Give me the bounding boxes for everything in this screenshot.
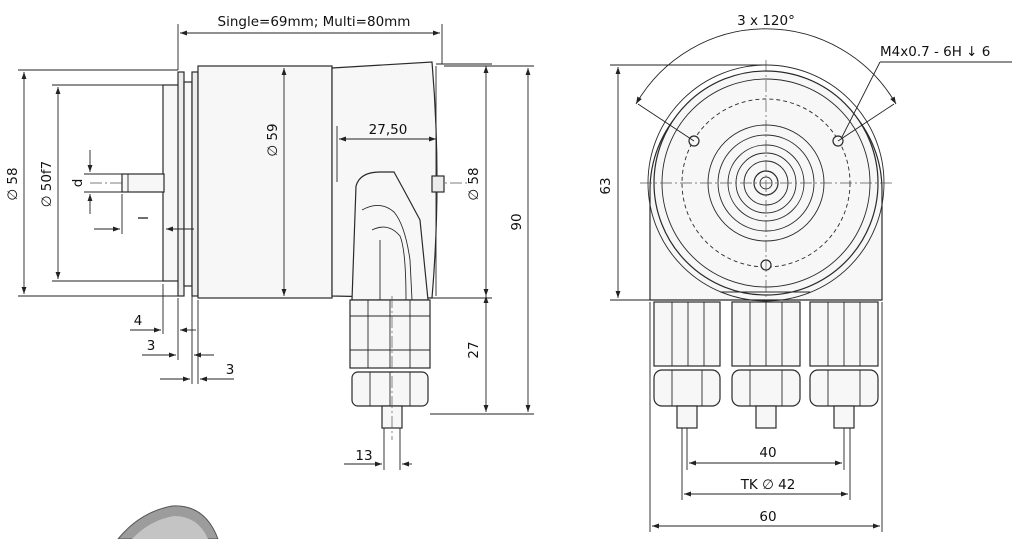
flange-dim-4-label: 4 <box>134 313 143 329</box>
shaft-length-label: l <box>136 216 152 220</box>
connector-offset-label: 27,50 <box>369 122 408 138</box>
total-height-label: 90 <box>509 213 525 230</box>
bolt-circle-label: TK ∅ 42 <box>740 477 796 493</box>
thread-label: M4x0.7 - 6H ↓ 6 <box>880 44 990 60</box>
connector-height-label: 27 <box>466 341 482 358</box>
angle-label: 3 x 120° <box>737 13 795 29</box>
side-view-dimensions: Single=69mm; Multi=80mm ∅ 58 ∅ 50f7 d l … <box>5 14 534 470</box>
length-label: Single=69mm; Multi=80mm <box>218 14 411 30</box>
front-view <box>640 60 892 429</box>
front-width-label: 60 <box>759 509 776 525</box>
connector-3 <box>809 301 879 429</box>
flange-diameter-label: ∅ 58 <box>5 167 21 200</box>
front-view-dimensions: 3 x 120° M4x0.7 - 6H ↓ 6 63 40 TK ∅ 42 6… <box>598 13 1012 532</box>
connector-2 <box>731 301 801 429</box>
connector-width-label: 13 <box>355 448 372 464</box>
flange-dim-3a-label: 3 <box>147 338 156 354</box>
cap-diameter-label: ∅ 58 <box>466 167 482 200</box>
flange-dim-3b-label: 3 <box>226 362 235 378</box>
shaft-diameter-label: d <box>70 179 86 188</box>
spacing-label: 40 <box>759 445 776 461</box>
product-photo-fragment <box>117 505 219 539</box>
side-view <box>90 61 470 440</box>
spigot-diameter-label: ∅ 50f7 <box>39 161 55 208</box>
front-height-label: 63 <box>598 177 614 194</box>
connector-1 <box>653 301 721 429</box>
body-diameter-label: ∅ 59 <box>265 123 281 156</box>
